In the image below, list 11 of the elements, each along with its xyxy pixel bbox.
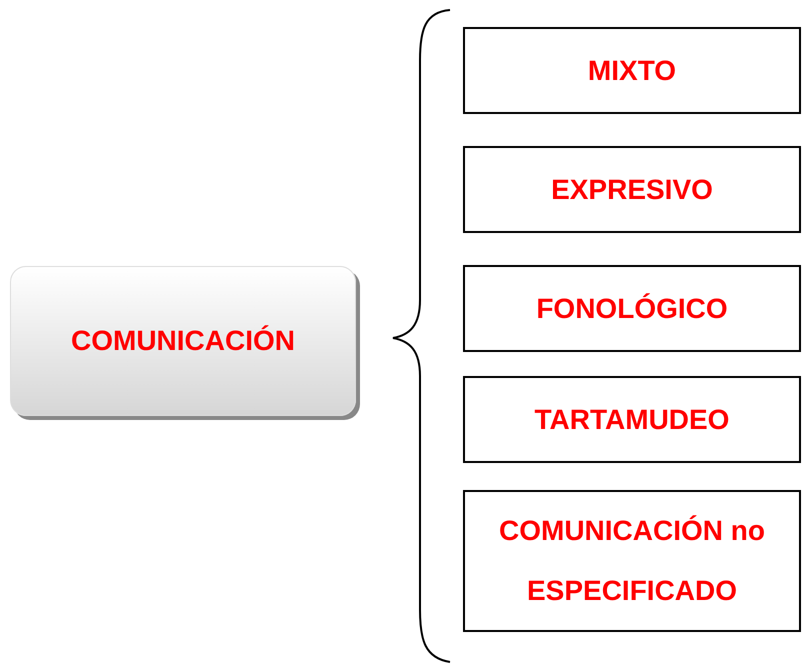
- process-box: [463, 27, 801, 114]
- box-label: COMUNICACIÓN: [70, 324, 296, 358]
- box-label: COMUNICACIÓN no ESPECIFICADO: [498, 514, 766, 608]
- box-label: FONOLÓGICO: [535, 292, 729, 324]
- process-box: [463, 146, 801, 233]
- box-label: EXPRESIVO: [550, 174, 714, 206]
- box-label: MIXTO: [586, 54, 678, 86]
- process-box: [463, 265, 801, 352]
- process-box: [463, 376, 801, 463]
- box-label: TARTAMUDEO: [534, 404, 730, 436]
- process-box: [463, 490, 801, 632]
